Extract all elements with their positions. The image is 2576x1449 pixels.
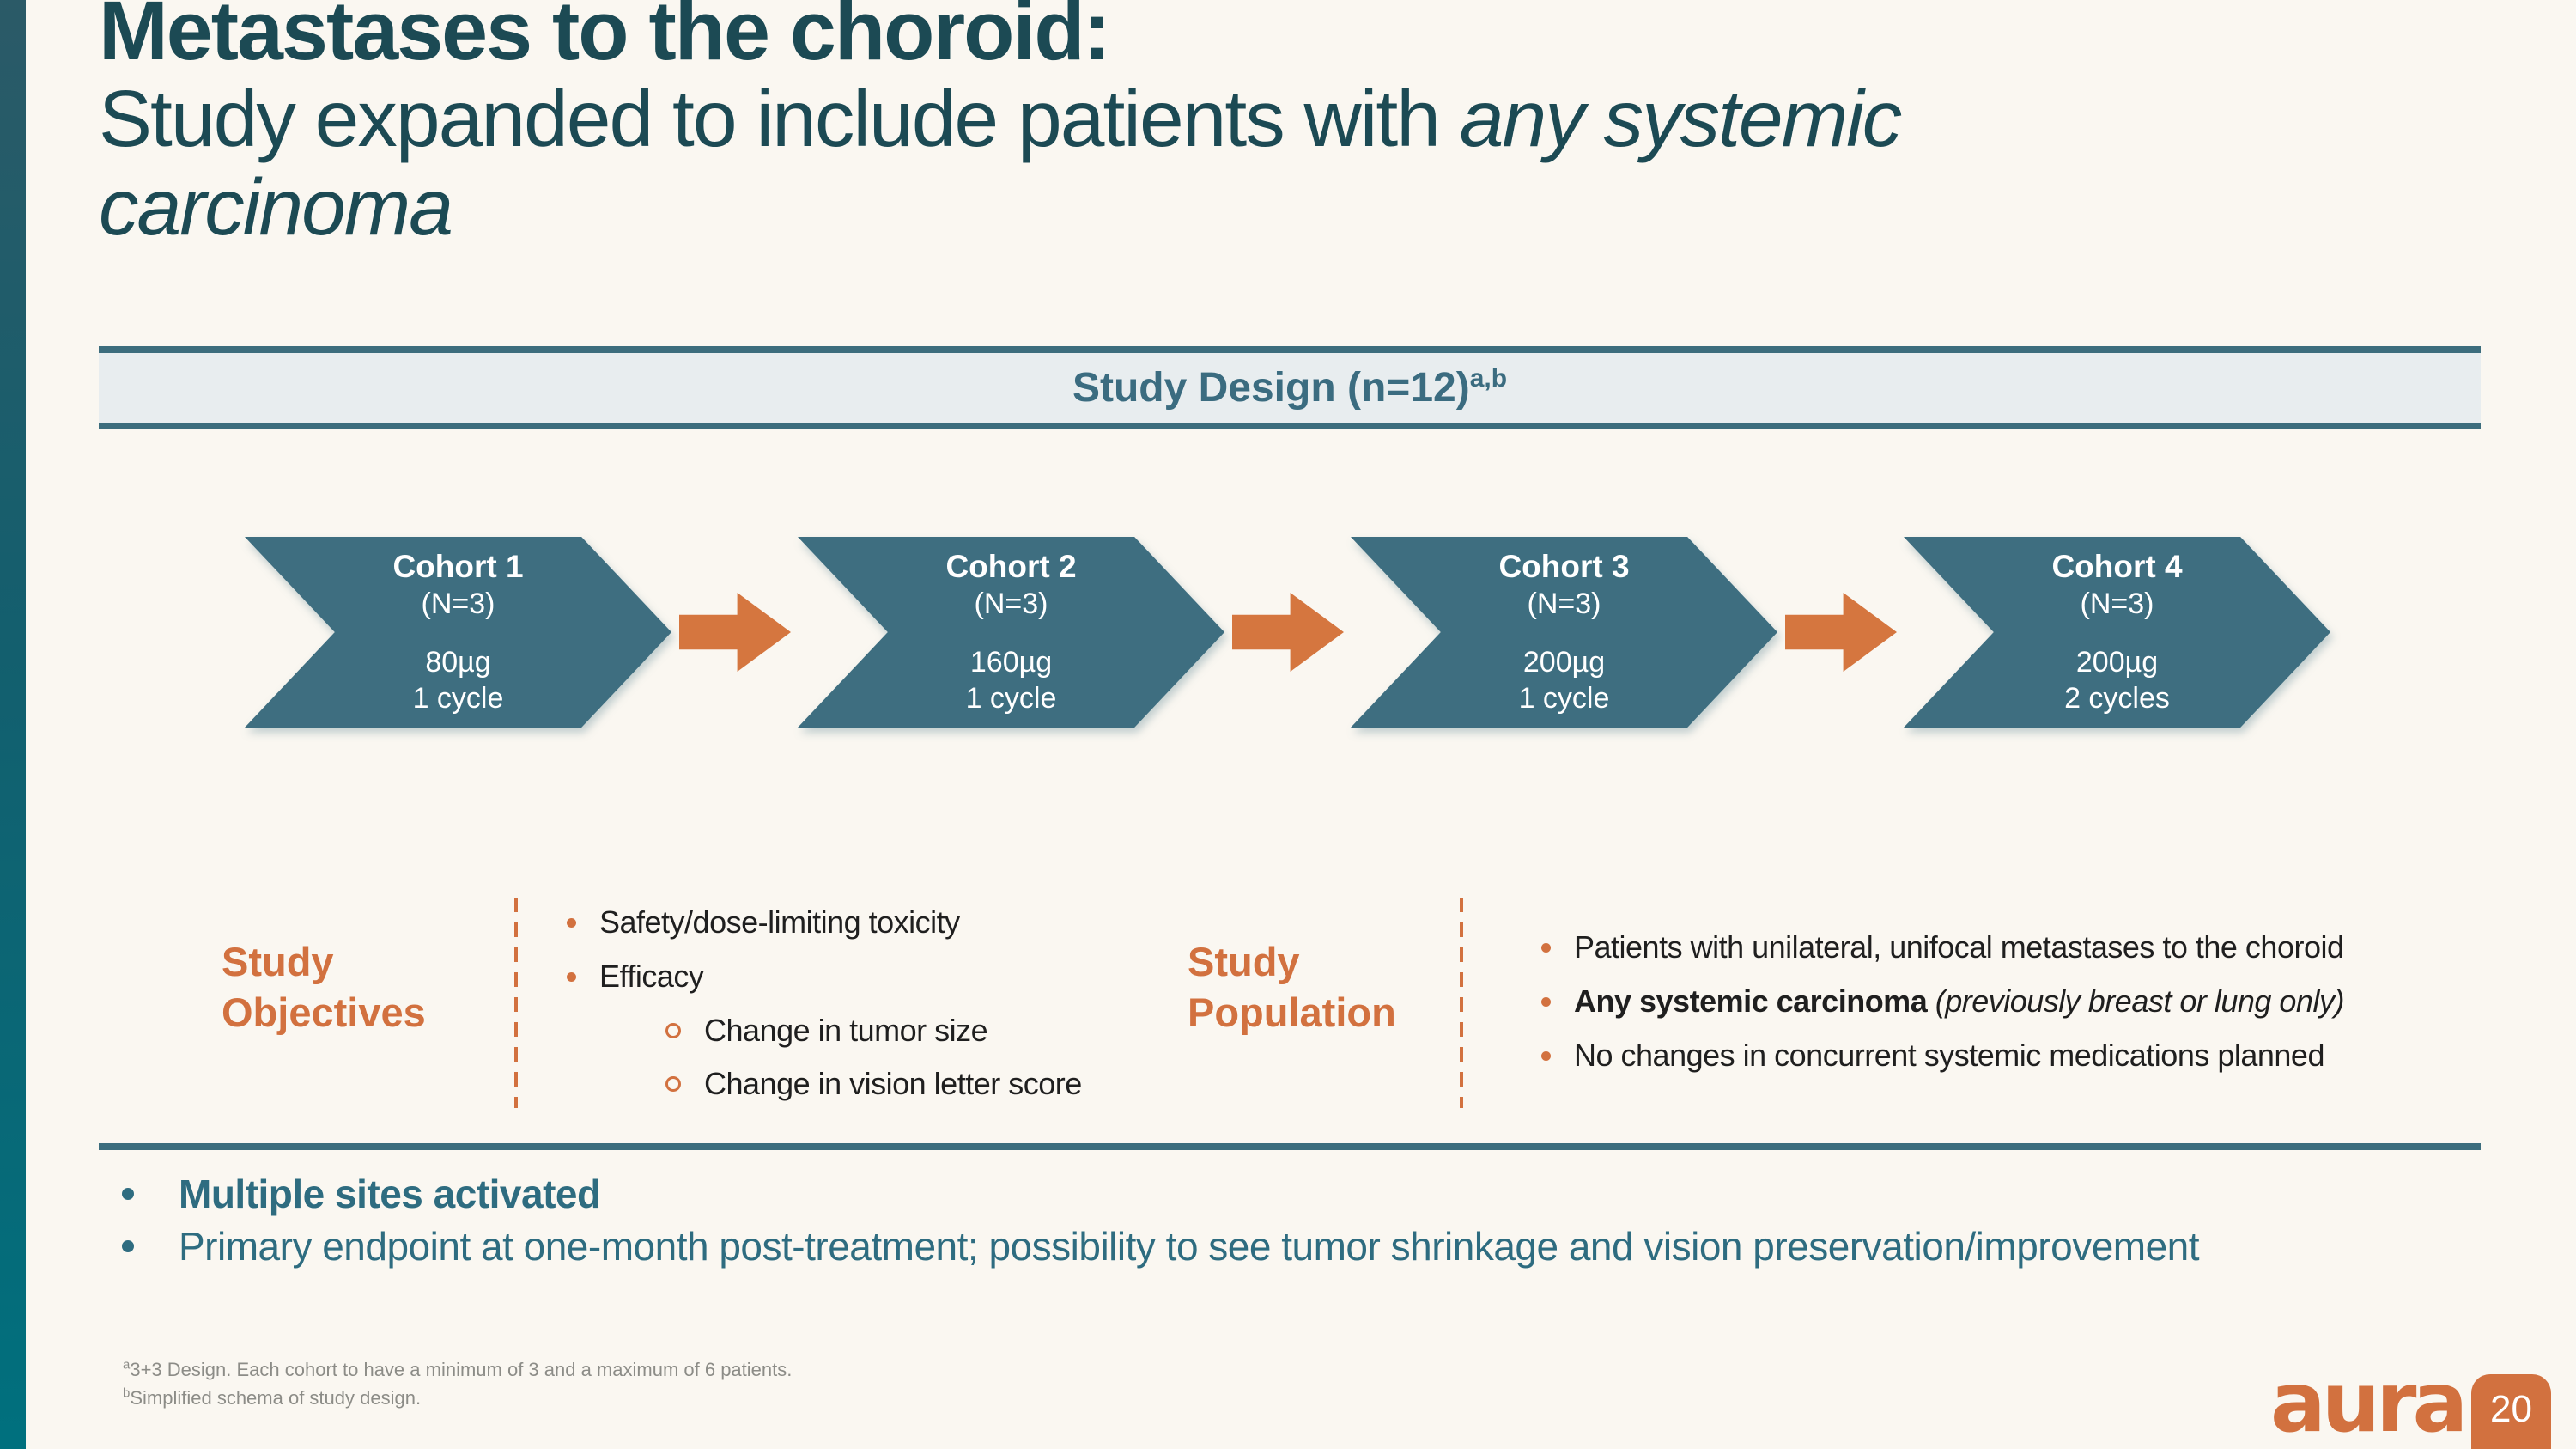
cohort-3-cycles: 1 cycle: [1518, 682, 1610, 715]
study-design-header-bar: Study Design (n=12)a,b: [99, 346, 2481, 429]
footnote-b: bSimplified schema of study design.: [123, 1384, 792, 1412]
key-point-2: Primary endpoint at one-month post-treat…: [122, 1223, 2200, 1269]
population-divider-dashed: [1460, 898, 1463, 1108]
arrow-right-icon: [1232, 593, 1344, 672]
objectives-bullet-1-text: Safety/dose-limiting toxicity: [599, 904, 960, 940]
cohort-4-chevron-shape: Cohort 4 (N=3) 200µg 2 cycles: [1904, 537, 2330, 728]
cohort-3-chevron: Cohort 3 (N=3) 200µg 1 cycle: [1351, 537, 1777, 728]
cohort-4-cycles: 2 cycles: [2064, 682, 2170, 715]
population-bullet-3: No changes in concurrent systemic medica…: [1541, 1038, 2324, 1074]
bottom-divider-rule: [99, 1143, 2481, 1150]
study-objectives-heading: Study Objectives: [222, 936, 426, 1038]
study-population-heading-line2: Population: [1188, 989, 1396, 1035]
bullet-dot-icon: [1541, 1050, 1551, 1061]
cohort-1-n: (N=3): [421, 588, 495, 620]
study-design-superscript: a,b: [1469, 364, 1508, 393]
cohort-3-chevron-shape: Cohort 3 (N=3) 200µg 1 cycle: [1351, 537, 1777, 728]
objectives-bullet-1: Safety/dose-limiting toxicity: [567, 904, 960, 941]
cohort-1-chevron-shape: Cohort 1 (N=3) 80µg 1 cycle: [245, 537, 671, 728]
objectives-sub-bullet-2-text: Change in vision letter score: [704, 1066, 1082, 1101]
cohort-3-name: Cohort 3: [1498, 549, 1630, 584]
arrow-right-icon: [1785, 593, 1897, 672]
cohort-4-chevron: Cohort 4 (N=3) 200µg 2 cycles: [1904, 537, 2330, 728]
cohort-2-chevron: Cohort 2 (N=3) 160µg 1 cycle: [798, 537, 1224, 728]
aura-logo: aura: [2270, 1355, 2468, 1449]
cohort-3-n: (N=3): [1527, 588, 1601, 620]
cohort-4-dose: 200µg: [2075, 646, 2159, 679]
cohort-2-chevron-shape: Cohort 2 (N=3) 160µg 1 cycle: [798, 537, 1224, 728]
bullet-dot-icon: [1541, 942, 1551, 953]
bullet-dot-icon: [1541, 996, 1551, 1007]
page-number: 20: [2490, 1388, 2532, 1430]
cohort-2-dose: 160µg: [969, 646, 1053, 679]
study-objectives-heading-line1: Study: [222, 939, 334, 984]
objectives-sub-bullet-1-text: Change in tumor size: [704, 1013, 988, 1048]
slide-title: Metastases to the choroid: Study expande…: [99, 0, 1902, 252]
title-line-2-italic: any systemic: [1459, 74, 1902, 163]
study-objectives-heading-line2: Objectives: [222, 989, 426, 1035]
cohort-1-chevron: Cohort 1 (N=3) 80µg 1 cycle: [245, 537, 671, 728]
title-line-3: carcinoma: [99, 162, 453, 252]
footnote-b-text: Simplified schema of study design.: [130, 1387, 422, 1409]
objectives-divider-dashed: [514, 898, 518, 1108]
population-bullet-1-text: Patients with unilateral, unifocal metas…: [1574, 929, 2344, 965]
cohort-4-n: (N=3): [2080, 588, 2154, 620]
bullet-dot-icon: [122, 1188, 134, 1200]
objectives-bullet-2-text: Efficacy: [599, 959, 704, 994]
population-bullet-3-text: No changes in concurrent systemic medica…: [1574, 1038, 2324, 1073]
key-point-1-text: Multiple sites activated: [179, 1172, 601, 1216]
title-line-1: Metastases to the choroid:: [99, 0, 1111, 77]
bullet-dot-icon: [122, 1240, 134, 1252]
population-bullet-2-text: Any systemic carcinoma (previously breas…: [1574, 983, 2344, 1020]
cohort-4-name: Cohort 4: [2051, 549, 2183, 584]
population-bullet-2: Any systemic carcinoma (previously breas…: [1541, 983, 2344, 1020]
key-point-1: Multiple sites activated: [122, 1171, 601, 1217]
population-bullet-2-italic: (previously breast or lung only): [1927, 983, 2345, 1019]
footnote-b-sup: b: [123, 1385, 131, 1401]
arrow-right-icon: [679, 593, 791, 672]
cohort-2-n: (N=3): [974, 588, 1048, 620]
study-population-heading-line1: Study: [1188, 939, 1300, 984]
footnote-a: a3+3 Design. Each cohort to have a minim…: [123, 1355, 792, 1384]
bullet-dot-icon: [567, 917, 576, 928]
key-point-2-text: Primary endpoint at one-month post-treat…: [179, 1224, 2200, 1269]
cohort-1-dose: 80µg: [425, 646, 491, 679]
page-number-box: 20: [2471, 1374, 2551, 1449]
objectives-sub-bullet-1: Change in tumor size: [665, 1013, 988, 1049]
cohort-1-cycles: 1 cycle: [412, 682, 504, 715]
bullet-ring-icon: [665, 1076, 681, 1092]
study-design-header-label: Study Design (n=12)a,b: [1072, 364, 1507, 411]
bullet-dot-icon: [567, 971, 576, 982]
bullet-ring-icon: [665, 1023, 681, 1038]
objectives-sub-bullet-2: Change in vision letter score: [665, 1066, 1082, 1102]
study-design-header-text: Study Design (n=12): [1072, 365, 1470, 411]
cohort-2-name: Cohort 2: [945, 549, 1077, 584]
footnotes: a3+3 Design. Each cohort to have a minim…: [123, 1355, 792, 1412]
left-accent-bar: [0, 0, 26, 1449]
cohort-3-dose: 200µg: [1522, 646, 1606, 679]
footnote-a-text: 3+3 Design. Each cohort to have a minimu…: [130, 1359, 793, 1380]
population-bullet-2-bold: Any systemic carcinoma: [1574, 983, 1928, 1019]
cohort-1-name: Cohort 1: [392, 549, 524, 584]
population-bullet-1: Patients with unilateral, unifocal metas…: [1541, 929, 2344, 965]
cohort-2-cycles: 1 cycle: [965, 682, 1057, 715]
footnote-a-sup: a: [123, 1357, 131, 1373]
study-population-heading: Study Population: [1188, 936, 1396, 1038]
title-line-2-regular: Study expanded to include patients with: [99, 74, 1460, 163]
objectives-bullet-2: Efficacy: [567, 959, 704, 995]
title-line-2: Study expanded to include patients with …: [99, 74, 1902, 163]
